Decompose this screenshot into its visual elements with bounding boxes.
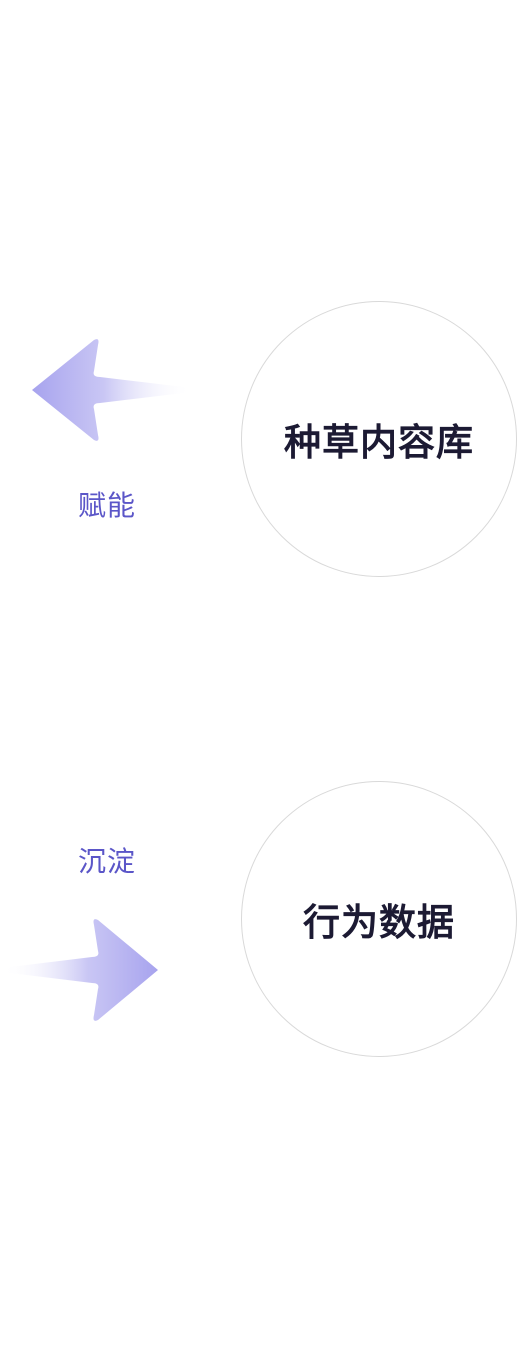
node-label: 种草内容库 — [284, 421, 474, 464]
edge-label-enable: 赋能 — [78, 489, 137, 522]
node-behavior-data: 行为数据 — [241, 781, 517, 1057]
node-label: 行为数据 — [303, 901, 455, 944]
right-arrow-icon — [2, 919, 158, 1021]
edge-label-accumulate: 沉淀 — [78, 845, 137, 878]
left-arrow-icon — [32, 339, 192, 441]
node-content-library: 种草内容库 — [241, 301, 517, 577]
